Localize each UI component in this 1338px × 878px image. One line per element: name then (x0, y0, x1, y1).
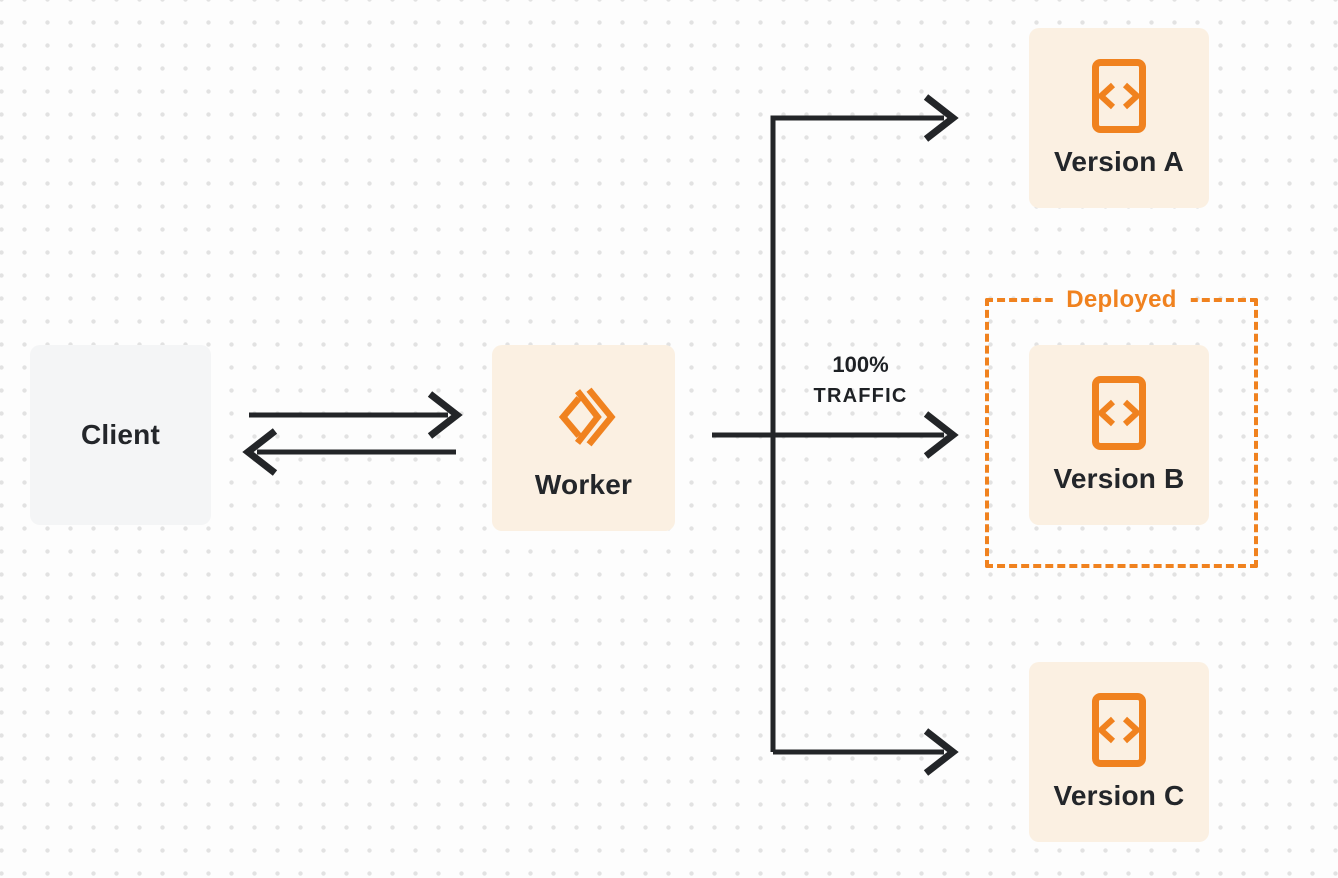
worker-label: Worker (534, 469, 633, 500)
code-file-icon (1091, 375, 1147, 451)
traffic-word: TRAFFIC (813, 385, 908, 407)
worker-icon (547, 381, 621, 453)
version-c-label: Version C (1053, 780, 1185, 811)
version-b-label: Version B (1053, 463, 1185, 494)
version-a-label: Version A (1054, 146, 1184, 177)
traffic-percent: 100% (832, 352, 889, 377)
node-version-a: Version A (1029, 28, 1209, 208)
edge-worker-to-client (242, 428, 456, 476)
edge-client-to-worker (249, 391, 463, 439)
code-file-icon (1091, 58, 1147, 134)
node-client: Client (30, 345, 211, 525)
node-worker: Worker (492, 345, 675, 531)
deployed-frame: Deployed (985, 285, 1258, 568)
edge-worker-to-version-c (773, 728, 959, 776)
client-label: Client (81, 419, 160, 450)
node-version-b: Version B (1029, 345, 1209, 525)
code-file-icon (1091, 692, 1147, 768)
traffic-edge-label: 100% TRAFFIC (788, 350, 933, 412)
edge-worker-to-version-b (712, 411, 959, 459)
edge-worker-to-version-a (770, 94, 959, 752)
node-version-c: Version C (1029, 662, 1209, 842)
deployed-label: Deployed (1052, 285, 1191, 315)
